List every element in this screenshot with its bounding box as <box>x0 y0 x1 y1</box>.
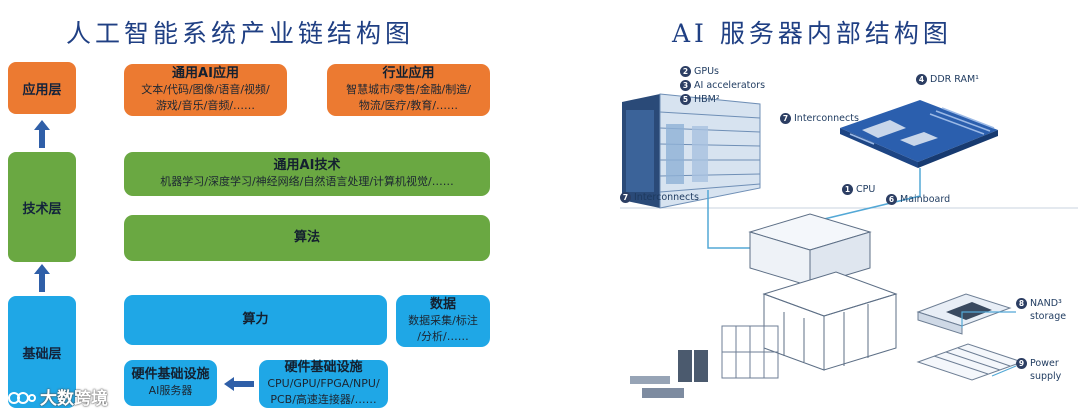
fans <box>630 350 708 398</box>
algorithm-box: 算法 <box>124 215 490 261</box>
hardware-infrastructure-ai-server-box: 硬件基础设施 AI服务器 <box>124 360 217 406</box>
foundation-layer-label: 基础层 <box>8 296 76 408</box>
nand-storage-illustration <box>916 293 1012 335</box>
data-text: 数据采集/标注 /分析/…… <box>408 314 478 343</box>
general-ai-application-title: 通用AI应用 <box>172 66 239 81</box>
connector-line <box>819 168 921 221</box>
left-diagram-title: 人工智能系统产业链结构图 <box>66 19 415 48</box>
server-chassis <box>748 213 898 371</box>
hardware-infrastructure-right-title: 硬件基础设施 <box>284 360 363 375</box>
data-title: 数据 <box>429 297 456 312</box>
industry-application-text: 智慧城市/零售/金融/制造/ 物流/医疗/教育/…… <box>346 83 471 112</box>
mainboard-illustration <box>840 100 998 168</box>
general-ai-technology-box: 通用AI技术 机器学习/深度学习/神经网络/自然语言处理/计算机视觉/…… <box>124 152 490 196</box>
callout-nand-storage: storage <box>1030 311 1067 322</box>
general-ai-application-box: 通用AI应用 文本/代码/图像/语音/视频/ 游戏/音乐/音频/…… <box>124 64 287 116</box>
right-diagram-title: AI 服务器内部结构图 <box>672 19 952 48</box>
algorithm-title: 算法 <box>293 230 320 245</box>
industry-application-box: 行业应用 智慧城市/零售/金融/制造/ 物流/医疗/教育/…… <box>327 64 490 116</box>
general-ai-technology-title: 通用AI技术 <box>273 158 341 173</box>
ai-server-illustration <box>620 93 1078 398</box>
watermark-text: 大数跨境 <box>40 389 108 409</box>
computing-power-title: 算力 <box>242 312 269 327</box>
hardware-infrastructure-right-text: CPU/GPU/FPGA/NPU/ PCB/高速连接器/…… <box>267 377 380 406</box>
technology-layer-label: 技术层 <box>8 152 76 262</box>
general-ai-technology-text: 机器学习/深度学习/神经网络/自然语言处理/计算机视觉/…… <box>160 175 454 188</box>
callout-power-supply: supply <box>1030 371 1062 382</box>
application-layer-label: 应用层 <box>8 62 76 114</box>
industry-application-title: 行业应用 <box>382 66 435 81</box>
left-arrow-icon <box>224 377 254 391</box>
data-box: 数据 数据采集/标注 /分析/…… <box>396 295 490 347</box>
up-arrow-icon <box>34 264 50 292</box>
hardware-infrastructure-components-box: 硬件基础设施 CPU/GPU/FPGA/NPU/ PCB/高速连接器/…… <box>259 360 388 408</box>
general-ai-application-text: 文本/代码/图像/语音/视频/ 游戏/音乐/音频/…… <box>141 83 270 112</box>
watermark: 大数跨境 <box>8 384 108 409</box>
gpu-board <box>622 93 761 209</box>
hardware-infrastructure-left-text: AI服务器 <box>148 384 193 397</box>
hardware-infrastructure-left-title: 硬件基础设施 <box>131 367 210 382</box>
up-arrow-icon <box>34 120 50 148</box>
connector-line <box>707 190 760 249</box>
power-supply-illustration <box>916 343 1024 381</box>
logo-icon <box>8 391 36 404</box>
drive-cage <box>721 325 779 379</box>
computing-power-box: 算力 <box>124 295 387 345</box>
